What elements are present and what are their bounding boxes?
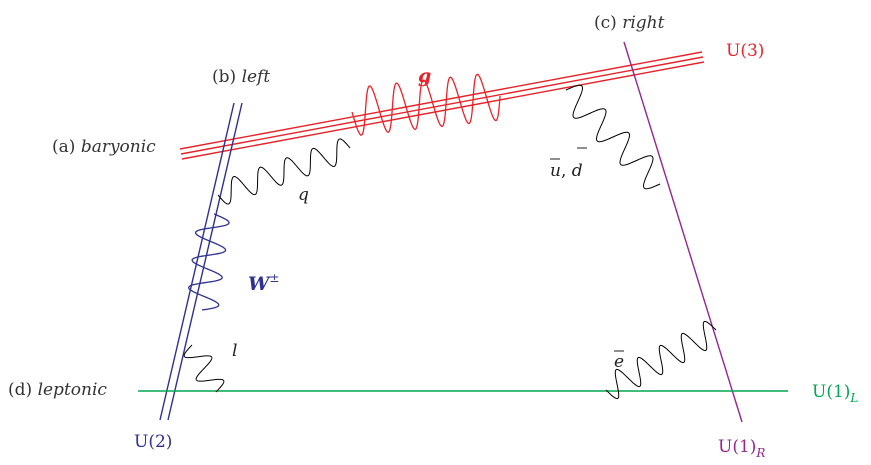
baryonic-brane-line-3 bbox=[181, 61, 705, 160]
leptonic-label: (d) leptonic bbox=[8, 380, 107, 400]
baryonic-brane-stack bbox=[179, 51, 705, 160]
q-string bbox=[217, 138, 351, 205]
gluon-string bbox=[351, 73, 501, 136]
right-label: (c) right bbox=[594, 13, 665, 33]
right-brane bbox=[623, 41, 743, 423]
baryonic-brane-line-1 bbox=[179, 51, 703, 150]
w-boson-label: W± bbox=[248, 271, 279, 295]
e-label: e bbox=[614, 352, 624, 372]
ud-string bbox=[565, 84, 661, 190]
u1r-label: U(1)R bbox=[718, 437, 765, 460]
e-string bbox=[605, 320, 717, 400]
u1l-label: U(1)L bbox=[812, 382, 858, 405]
baryonic-label: (a) baryonic bbox=[52, 137, 156, 157]
ud-label: u, d bbox=[550, 161, 583, 181]
u3-label: U(3) bbox=[726, 41, 764, 61]
l-label: l bbox=[232, 341, 237, 361]
q-label: q bbox=[298, 185, 309, 205]
gluon-label: g bbox=[418, 65, 431, 87]
w-boson-string bbox=[188, 213, 230, 311]
left-label: (b) left bbox=[212, 67, 270, 87]
left-brane-line-1 bbox=[159, 102, 235, 421]
l-string bbox=[183, 344, 225, 393]
baryonic-brane-line-2 bbox=[180, 56, 704, 155]
left-brane-line-2 bbox=[167, 102, 243, 421]
u2-label: U(2) bbox=[134, 432, 172, 452]
left-brane-stack bbox=[159, 102, 243, 421]
